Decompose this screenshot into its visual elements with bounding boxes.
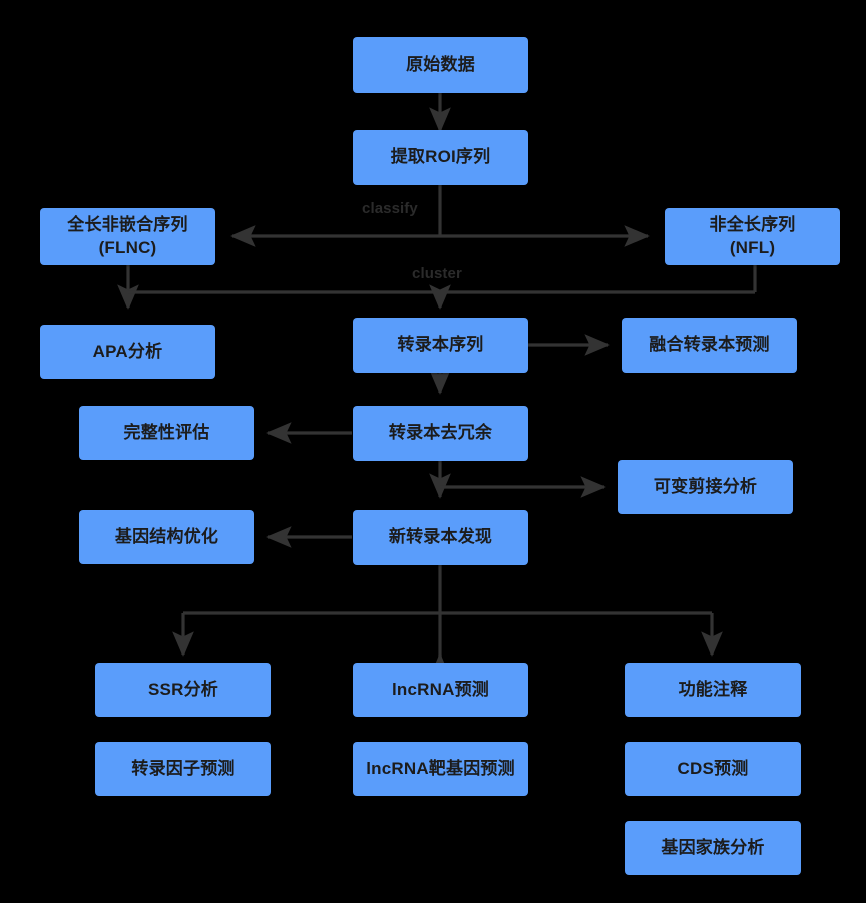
- edge-label-cluster: cluster: [412, 265, 462, 282]
- node-label: 可变剪接分析: [653, 476, 758, 496]
- node-label: 功能注释: [678, 679, 748, 699]
- node-apa-analysis[interactable]: APA分析: [40, 325, 215, 379]
- node-label: 转录本去冗余: [388, 423, 493, 443]
- node-nfl[interactable]: 非全长序列 (NFL): [665, 208, 840, 265]
- node-lncrna-target-gene-prediction[interactable]: lncRNA靶基因预测: [353, 742, 528, 796]
- node-raw-data[interactable]: 原始数据: [353, 37, 528, 93]
- node-label: 基因家族分析: [661, 837, 765, 857]
- node-lncrna-prediction[interactable]: lncRNA预测: [353, 663, 528, 717]
- node-novel-transcript-discovery[interactable]: 新转录本发现: [353, 510, 528, 565]
- node-label-line2: (NFL): [729, 237, 776, 257]
- node-label: SSR分析: [148, 679, 218, 699]
- edge-label-classify: classify: [362, 200, 418, 217]
- node-label: 提取ROI序列: [390, 147, 491, 167]
- node-functional-annotation[interactable]: 功能注释: [625, 663, 801, 717]
- node-cds-prediction[interactable]: CDS预测: [625, 742, 801, 796]
- node-alternative-splicing-analysis[interactable]: 可变剪接分析: [618, 460, 793, 514]
- node-label-line2: (FLNC): [98, 237, 157, 257]
- node-label: 新转录本发现: [388, 527, 493, 547]
- node-label: 原始数据: [406, 54, 475, 74]
- node-label: 基因结构优化: [114, 526, 219, 546]
- node-label: 完整性评估: [123, 422, 210, 442]
- node-ssr-analysis[interactable]: SSR分析: [95, 663, 271, 717]
- node-extract-roi[interactable]: 提取ROI序列: [353, 130, 528, 185]
- node-label: 融合转录本预测: [649, 335, 770, 355]
- node-fusion-transcript-prediction[interactable]: 融合转录本预测: [622, 318, 797, 373]
- node-flnc[interactable]: 全长非嵌合序列 (FLNC): [40, 208, 215, 265]
- node-label: 转录本序列: [397, 335, 484, 355]
- node-gene-structure-optimization[interactable]: 基因结构优化: [79, 510, 254, 564]
- node-transcript-deduplication[interactable]: 转录本去冗余: [353, 406, 528, 461]
- node-gene-family-analysis[interactable]: 基因家族分析: [625, 821, 801, 875]
- node-label-line1: 非全长序列: [709, 214, 796, 234]
- node-label-line1: 全长非嵌合序列: [67, 214, 188, 234]
- node-label: APA分析: [92, 341, 163, 361]
- node-label: lncRNA靶基因预测: [366, 758, 515, 778]
- node-transcription-factor-prediction[interactable]: 转录因子预测: [95, 742, 271, 796]
- node-label: lncRNA预测: [392, 679, 489, 699]
- node-label: 转录因子预测: [131, 758, 235, 778]
- node-completeness-evaluation[interactable]: 完整性评估: [79, 406, 254, 460]
- node-label: CDS预测: [677, 758, 749, 778]
- node-transcript-sequence[interactable]: 转录本序列: [353, 318, 528, 373]
